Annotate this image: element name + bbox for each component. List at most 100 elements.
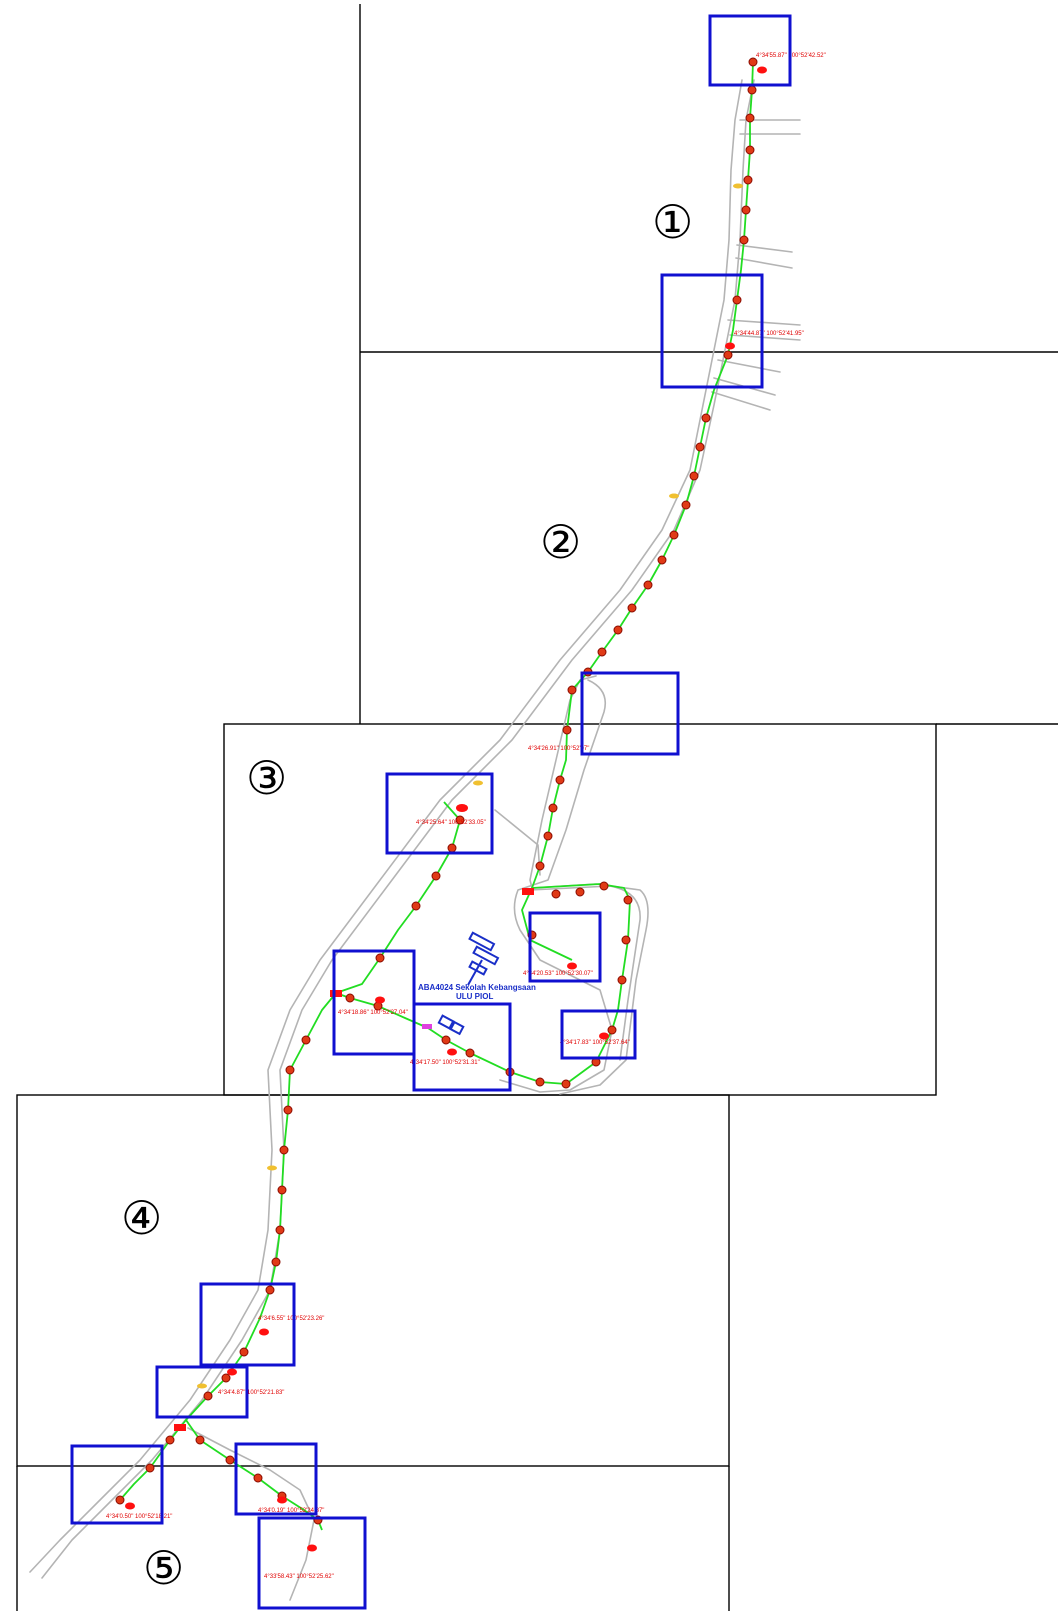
highlight-frame — [70, 1444, 164, 1525]
coordinate-label: 4°34'26.91" 100°52'07" — [528, 746, 589, 752]
pole — [732, 295, 742, 305]
highlight-frame — [560, 1009, 637, 1060]
coordinate-label: 4°34'25.64" 100°52'33.05" — [416, 820, 486, 826]
highlight-frame — [708, 14, 792, 87]
pole — [561, 1079, 571, 1089]
transformer-icon — [757, 66, 767, 74]
marker-icon — [473, 780, 483, 786]
highlight-frame — [580, 671, 680, 756]
pole — [689, 471, 699, 481]
coordinate-label: 4°34'6.55" 100°52'23.26" — [258, 1316, 324, 1322]
transformer-icon — [259, 1328, 269, 1336]
pole — [681, 500, 691, 510]
pole — [575, 887, 585, 897]
pole — [277, 1185, 287, 1195]
coordinate-label: 4°34'17.50" 100°52'31.31" — [410, 1060, 480, 1066]
highlight-frames — [70, 14, 792, 1610]
pole — [643, 580, 653, 590]
pole — [535, 861, 545, 871]
main-road-edge-east — [41, 79, 755, 1579]
pole — [301, 1035, 311, 1045]
coordinate-label: 4°34'0.50" 100°52'18.21" — [106, 1514, 172, 1520]
pole — [599, 881, 609, 891]
coordinate-label: 4°33'58.43" 100°52'25.62" — [264, 1574, 334, 1580]
pole — [265, 1285, 275, 1295]
side-road-2 — [735, 244, 793, 269]
coordinate-label: 4°34'44.87" 100°52'41.95" — [734, 331, 804, 337]
pole — [597, 647, 607, 657]
school-label-line-1: ABA4024 Sekolah Kebangsaan — [418, 983, 536, 992]
pole — [285, 1065, 295, 1075]
pole — [279, 1145, 289, 1155]
pole — [165, 1435, 175, 1445]
pole — [441, 1035, 451, 1045]
marker-icon — [267, 1165, 277, 1171]
transformer-icon — [447, 1048, 457, 1056]
highlight-frame — [412, 1002, 512, 1092]
section-number-5: ⑤ — [143, 1541, 184, 1595]
coordinate-label: 4°34'4.87" 100°52'21.83" — [218, 1390, 284, 1396]
coordinate-label: 4°34'18.86" 100°52'27.04" — [338, 1010, 408, 1016]
transformer-icon — [125, 1502, 135, 1510]
pole — [345, 993, 355, 1003]
transformer-icon — [227, 1368, 237, 1376]
pole — [543, 831, 553, 841]
transformer-icon — [567, 962, 577, 970]
transformer-icon — [725, 342, 735, 350]
section-number-2: ② — [540, 515, 581, 569]
transformer-icon — [522, 888, 534, 895]
pole — [375, 953, 385, 963]
school-symbol — [437, 931, 500, 1036]
transformer-icon — [174, 1424, 186, 1431]
pole — [115, 1495, 125, 1505]
pole — [627, 603, 637, 613]
pole — [745, 145, 755, 155]
cable-route — [119, 61, 754, 1531]
pole — [613, 625, 623, 635]
pole — [745, 113, 755, 123]
pole — [695, 442, 705, 452]
pole — [723, 350, 733, 360]
pole — [607, 1025, 617, 1035]
section-number-4: ④ — [121, 1191, 162, 1245]
loop-road-inner — [529, 675, 649, 1095]
branch-route-school — [335, 801, 461, 994]
coordinate-labels: 4°34'55.87" 100°52'42.52" 4°34'44.87" 10… — [106, 53, 826, 1580]
highlight-frame — [234, 1442, 318, 1516]
pole — [621, 935, 631, 945]
pole — [567, 685, 577, 695]
pole — [275, 1225, 285, 1235]
pole — [465, 1048, 475, 1058]
sheet-4-border — [16, 1094, 730, 1467]
branch-road-south-west — [187, 1427, 315, 1601]
transformer-icon — [277, 1496, 287, 1504]
pole — [623, 895, 633, 905]
highlight-frame — [385, 772, 494, 855]
pole — [253, 1473, 263, 1483]
pole — [555, 775, 565, 785]
marker-icon — [733, 183, 743, 189]
highlight-frame — [199, 1282, 296, 1367]
pole — [739, 235, 749, 245]
pole — [748, 57, 758, 67]
pole — [657, 555, 667, 565]
highlight-frame — [660, 273, 764, 389]
pole — [195, 1435, 205, 1445]
roads — [29, 79, 801, 1601]
pole — [203, 1391, 213, 1401]
marker-icon — [197, 1383, 207, 1389]
sheet-borders — [16, 4, 1058, 1611]
pole — [447, 843, 457, 853]
loop-road-outer — [499, 679, 613, 1093]
transformer-icon — [307, 1544, 317, 1552]
pole — [411, 901, 421, 911]
marker-icon — [669, 493, 679, 499]
coordinate-label: 4°34'20.53" 100°52'30.07" — [523, 971, 593, 977]
main-road-edge-west — [29, 79, 743, 1573]
pole — [145, 1463, 155, 1473]
pole — [747, 85, 757, 95]
transformer-icon — [375, 996, 385, 1004]
school-label-line-2: ULU PIOL — [456, 992, 493, 1001]
highlight-frame — [155, 1365, 249, 1419]
pole — [239, 1347, 249, 1357]
